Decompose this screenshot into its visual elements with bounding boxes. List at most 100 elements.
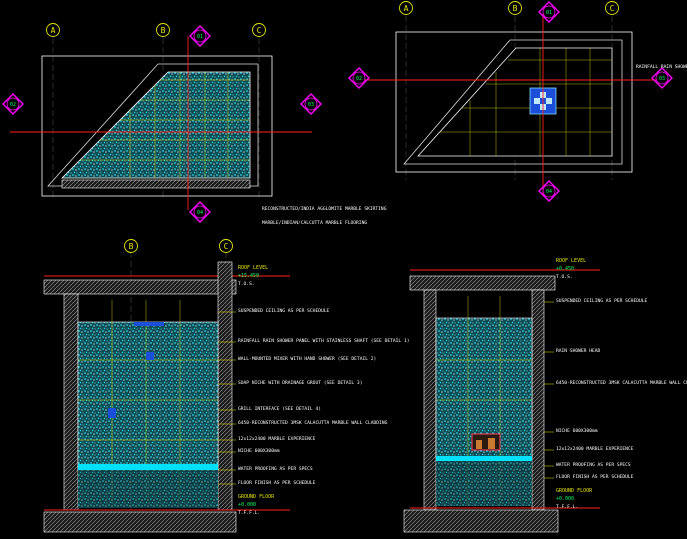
section-marker-icon — [538, 180, 560, 202]
section-marker-label: 04 — [546, 189, 552, 195]
tile-grid — [80, 72, 250, 178]
shower-floor-tile — [61, 71, 251, 179]
annotation-note: +15.450 — [238, 273, 259, 279]
leader-lines — [218, 311, 236, 485]
marble-wall-cladding — [77, 321, 219, 471]
section-marker-ring — [193, 205, 207, 219]
elevation-left — [43, 252, 290, 533]
section-marker-label: 01 — [546, 10, 552, 16]
lower-wall-tile — [436, 461, 532, 506]
plan-left — [10, 36, 312, 210]
annotation-note: RAIN SHOWER HEAD — [556, 348, 600, 354]
annotation-note: T.O.S. — [238, 281, 255, 287]
grid-bubble-label: C — [610, 4, 615, 13]
wall-right — [217, 261, 233, 511]
grid-bubble-label: C — [257, 26, 262, 35]
annotation-note: WATER PROOFING AS PER SPECS — [556, 462, 631, 468]
annotation-note: ROOF LEVEL — [238, 265, 268, 271]
section-marker-icon — [538, 1, 560, 23]
annotation-note: SUSPENDED CEILING AS PER SCHEDULE — [238, 308, 330, 314]
wall-outer — [403, 39, 623, 165]
annotation-note: 6450-RECONSTRUCTED 3MSK CALACUTTA MARBLE… — [238, 420, 388, 426]
floor-slab — [43, 511, 237, 533]
annotation-note: GRILL INTERFACE (SEE DETAIL 4) — [238, 406, 321, 412]
grid-bubble — [156, 23, 170, 37]
grid-bubble-label: B — [129, 242, 134, 251]
section-marker-ring — [304, 97, 318, 111]
grid-bubble-label: B — [513, 4, 518, 13]
annotation-note: RAINFALL RAIN SHOWER AT CEILING — [636, 64, 687, 70]
section-marker-label: 04 — [197, 210, 203, 216]
annotation-note: GROUND FLOOR — [238, 494, 275, 500]
section-marker-ring — [193, 29, 207, 43]
roof-slab — [409, 275, 556, 291]
marble-experience-band — [78, 464, 218, 470]
leader-lines — [544, 301, 554, 479]
roof-slab — [43, 279, 237, 295]
grid-bubble — [605, 1, 619, 15]
annotation-note: T.F.F.L. — [556, 504, 578, 510]
annotation-note: NICHE 600X300mm — [556, 428, 598, 434]
annotation-note: GROUND FLOOR — [556, 488, 593, 494]
section-marker-label: 02 — [356, 76, 362, 82]
annotation-note: T.O.S. — [556, 274, 573, 280]
elevation-right — [403, 269, 600, 533]
annotation-note: NICHE 600X300mm — [238, 448, 280, 454]
mixer — [146, 352, 154, 360]
section-marker-ring — [655, 71, 669, 85]
grid-bubble-label: A — [404, 4, 409, 13]
niche-bottle — [488, 438, 495, 449]
annotation-note: T.F.F.L. — [238, 510, 260, 516]
annotation-note: +0.450 — [556, 266, 574, 272]
curb — [61, 179, 251, 189]
section-marker-ring — [352, 71, 366, 85]
grid-bubble-label: C — [224, 242, 229, 251]
wall-left — [423, 289, 437, 511]
grid-bubble-label: A — [51, 26, 56, 35]
ceiling-panel — [417, 47, 613, 157]
annotation-note: MARBLE/INDIAN/CALCUTTA MARBLE FLOORING — [262, 220, 367, 226]
floor-slab — [403, 509, 559, 533]
annotation-note: ROOF LEVEL — [556, 258, 586, 264]
annotation-note: RAINFALL RAIN SHOWER PANEL WITH STAINLES… — [238, 338, 409, 344]
section-marker-label: 01 — [197, 34, 203, 40]
annotation-note: 6450-RECONSTRUCTED 3MSK CALACUTTA MARBLE… — [556, 380, 687, 386]
section-marker-icon — [189, 25, 211, 47]
wall-right — [531, 289, 545, 511]
hand-shower — [108, 408, 116, 418]
section-marker-label: 03 — [659, 76, 665, 82]
grid-bubble-label: B — [161, 26, 166, 35]
section-marker-ring — [6, 97, 20, 111]
annotation-note: +0.000 — [238, 502, 256, 508]
annotation-note: 12x12x2400 MARBLE EXPERIENCE — [556, 446, 634, 452]
plan-right — [365, 14, 668, 196]
section-marker-label: 03 — [308, 102, 314, 108]
grid-bubble — [46, 23, 60, 37]
ceiling-grid — [440, 48, 612, 156]
plan-outline — [395, 31, 633, 173]
annotation-note: SOAP NICHE WITH DRAINAGE GROUT (SEE DETA… — [238, 380, 362, 386]
rain-shower-panel — [134, 322, 164, 326]
annotation-note: RECONSTRUCTED/INDIA AGGLOMITE MARBLE SKI… — [262, 206, 387, 212]
niche-bottle — [476, 440, 482, 449]
annotation-note: FLOOR FINISH AS PER SCHEDULE — [238, 480, 316, 486]
annotation-note: WATER PROOFING AS PER SPECS — [238, 466, 313, 472]
section-marker-label: 02 — [10, 102, 16, 108]
wall-left — [63, 293, 79, 511]
grid-bubble — [399, 1, 413, 15]
lower-wall-tile — [78, 470, 218, 508]
annotation-note: SUSPENDED CEILING AS PER SCHEDULE — [556, 298, 648, 304]
annotation-note: 12x12x2400 MARBLE EXPERIENCE — [238, 436, 316, 442]
section-marker-icon — [189, 201, 211, 223]
plan-outline — [41, 55, 273, 197]
section-marker-icon — [2, 93, 24, 115]
section-marker-icon — [300, 93, 322, 115]
section-marker-ring — [542, 184, 556, 198]
annotation-note: WALL-MOUNTED MIXER WITH HAND SHOWER (SEE… — [238, 356, 376, 362]
marble-experience-band — [436, 456, 532, 461]
grid-bubble — [219, 239, 233, 253]
section-marker-ring — [542, 5, 556, 19]
grid-bubble — [124, 239, 138, 253]
grid-bubble — [252, 23, 266, 37]
